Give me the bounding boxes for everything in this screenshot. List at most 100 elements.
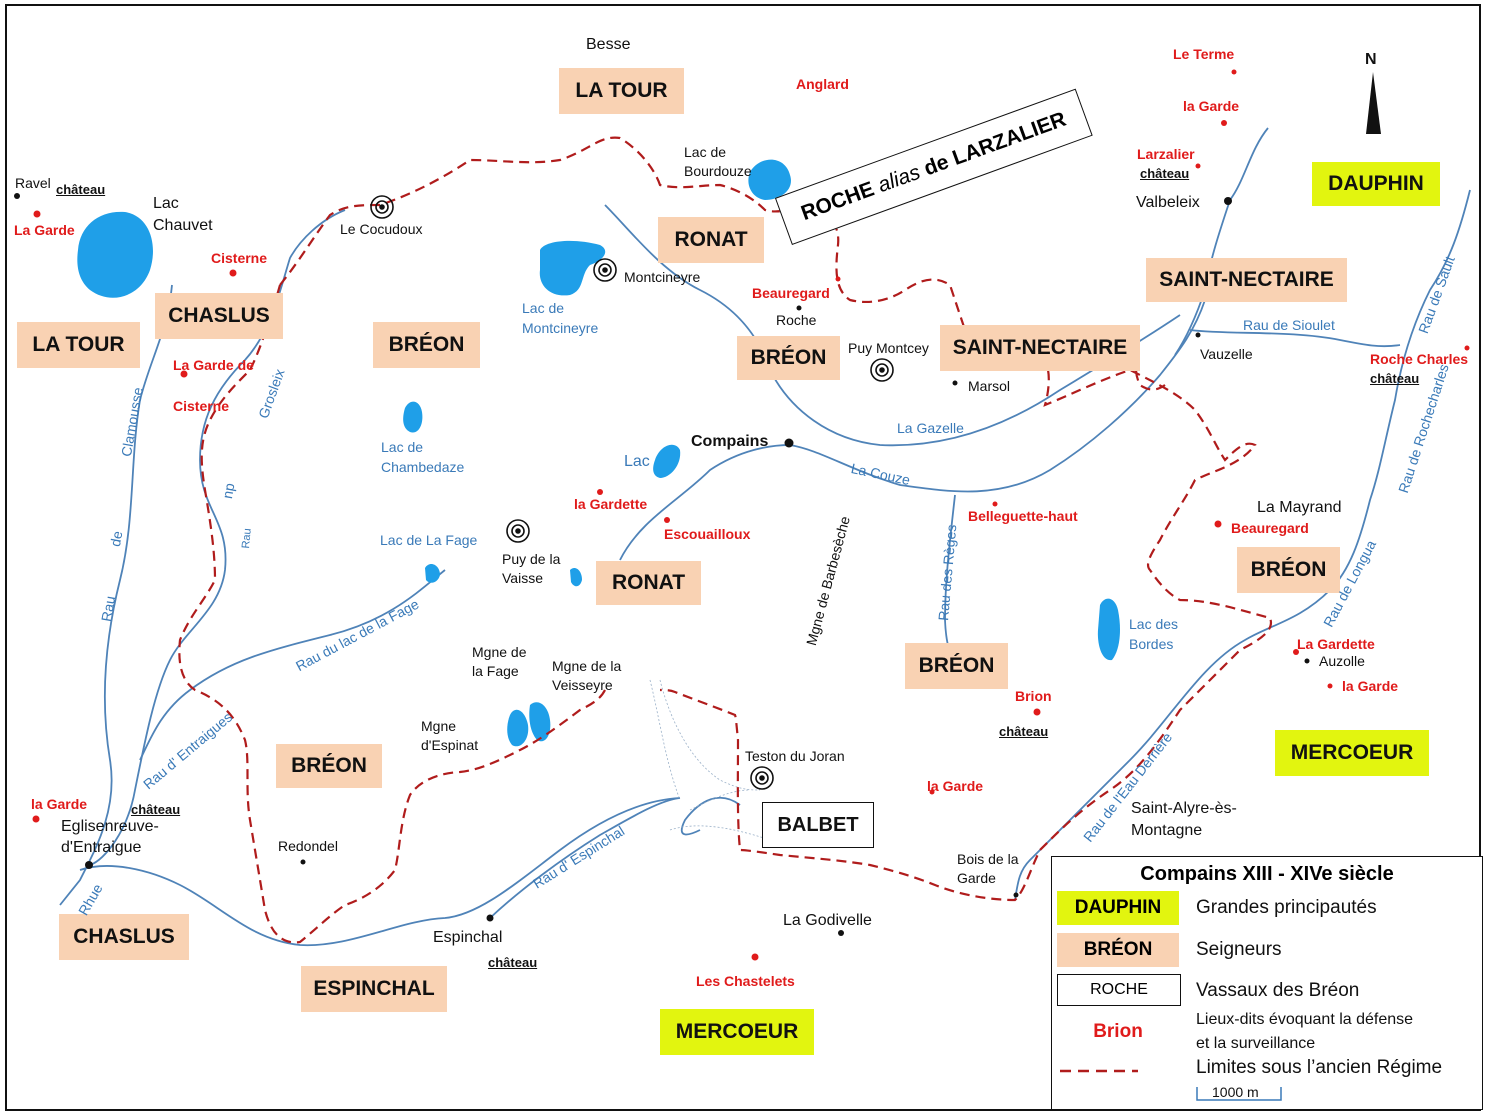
seigneur-breon-4: BRÉON — [905, 643, 1008, 689]
lake-espinat-1 — [507, 709, 529, 747]
seigneur-la-tour-west: LA TOUR — [17, 322, 140, 368]
legend-principality-text: Grandes principautés — [1196, 897, 1377, 918]
legend-title: Compains XIII - XIVe siècle — [1140, 863, 1394, 885]
lake-label-compains: Lac — [624, 453, 650, 470]
lake-bourdouze — [748, 159, 791, 200]
defense-cisterne: Cisterne — [211, 250, 268, 266]
chateau-brion: château — [999, 724, 1049, 739]
defense-la-garde-sw: la Garde — [31, 796, 88, 812]
place-lac-bourdouze: Lac de Bourdouze — [684, 144, 752, 179]
place-mgne-veisseyre: Mgne de la Veisseyre — [552, 658, 622, 693]
river-entraigues — [139, 569, 446, 761]
lake-espinat-2 — [529, 702, 551, 742]
legend-defense-text-2: et la surveillance — [1196, 1035, 1316, 1052]
defense-dots — [32, 69, 1470, 961]
river-bordes — [680, 796, 741, 836]
legend: Compains XIII - XIVe siècle DAUPHIN Gran… — [1051, 856, 1483, 1110]
seigneur-breon-5: BRÉON — [1237, 547, 1340, 593]
defense-beauregard-n: Beauregard — [752, 285, 830, 301]
seigneur-breon-1: BRÉON — [373, 322, 480, 368]
principality-mercoeur-east: MERCOEUR — [1275, 730, 1429, 776]
map-frame — [5, 4, 1481, 1111]
defense-la-garde-nw: La Garde — [14, 222, 75, 238]
river-espinchal — [489, 797, 681, 919]
chateau-ravel: château — [56, 182, 106, 197]
place-vauzelle: Vauzelle — [1200, 346, 1253, 362]
place-bois-garde: Bois de la Garde — [957, 851, 1019, 886]
defense-le-terme: Le Terme — [1173, 46, 1235, 62]
lake-chambedaze — [403, 401, 423, 433]
seigneur-ronat-1: RONAT — [658, 217, 764, 263]
place-mgne-fage: Mgne de la Fage — [472, 644, 527, 679]
legend-boundary-text: Limites sous l’ancien Régime — [1196, 1057, 1443, 1078]
lake-fage — [425, 564, 440, 583]
river-label-sioulet: Rau de Sioulet — [1243, 317, 1335, 333]
defense-la-garde-cisterne: La Garde de Cisterne — [173, 357, 254, 414]
chateau-eglisenreuve: château — [131, 802, 181, 817]
place-montcineyre: Montcineyre — [624, 269, 701, 285]
peak-cocudoux — [370, 195, 394, 219]
defense-larzalier: Larzalier — [1137, 146, 1195, 162]
river-rhue — [79, 797, 681, 947]
place-redondel: Redondel — [278, 838, 338, 854]
river-label-de: de — [107, 529, 126, 548]
place-teston-joran: Teston du Joran — [745, 748, 845, 764]
river-couze — [619, 299, 1206, 561]
boundary-valbeleix — [1134, 354, 1166, 391]
defense-escouailloux: Escouailloux — [664, 526, 751, 542]
defense-roche-charles: Roche Charles — [1370, 351, 1469, 367]
defense-la-gardette-e: La Gardette — [1297, 636, 1375, 652]
river-valbeleix — [1174, 127, 1269, 356]
place-valbeleix: Valbeleix — [1136, 194, 1200, 211]
chateau-larzalier: château — [1140, 166, 1190, 181]
lake-label-fage: Lac de La Fage — [380, 532, 478, 548]
vassal-balbet: BALBET — [762, 802, 874, 848]
defense-brion: Brion — [1015, 688, 1052, 704]
place-eglisenreuve: Eglisenreuve-d'Entraigue — [61, 818, 159, 856]
place-besse: Besse — [586, 36, 631, 53]
defense-la-garde-s: la Garde — [927, 778, 984, 794]
legend-scale-text: 1000 m — [1212, 1084, 1259, 1100]
seigneur-saint-nectaire-1: SAINT-NECTAIRE — [1146, 258, 1347, 302]
seigneur-chaslus-north: CHASLUS — [155, 293, 283, 339]
place-la-godivelle: La Godivelle — [783, 912, 872, 929]
principality-mercoeur-south: MERCOEUR — [660, 1009, 814, 1055]
principality-dauphin: DAUPHIN — [1312, 162, 1440, 206]
peak-montcey — [870, 358, 894, 382]
seigneur-breon-3: BRÉON — [276, 744, 382, 788]
boundary-north — [279, 136, 1273, 902]
place-puy-vaisse: Puy de la Vaisse — [502, 551, 561, 586]
seigneur-espinchal: ESPINCHAL — [301, 966, 447, 1012]
lake-bordes — [1097, 598, 1120, 661]
defense-la-garde-ne: la Garde — [1183, 98, 1240, 114]
defense-la-garde-e: la Garde — [1342, 678, 1399, 694]
river-grosleix — [89, 209, 346, 866]
chateau-espinchal: château — [488, 955, 538, 970]
legend-vassal-box: ROCHE — [1057, 974, 1181, 1006]
boundary-south — [178, 284, 606, 944]
defense-anglard: Anglard — [796, 76, 849, 92]
peak-joran — [750, 766, 774, 790]
legend-boundary-line — [1060, 1069, 1138, 1073]
streams — [649, 679, 771, 841]
seigneur-saint-nectaire-2: SAINT-NECTAIRE — [940, 325, 1140, 371]
river-gazelle — [604, 204, 1181, 447]
legend-vassal-text: Vassaux des Bréon — [1196, 980, 1360, 1001]
legend-seigneur-box: BRÉON — [1057, 933, 1179, 967]
place-espinchal: Espinchal — [433, 929, 503, 946]
lake-vaisse — [570, 568, 582, 587]
place-mgne-espinat: Mgne d'Espinat — [421, 718, 479, 753]
peak-montcineyre — [593, 258, 617, 282]
seigneur-ronat-2: RONAT — [596, 561, 701, 605]
seigneur-chaslus-south: CHASLUS — [59, 914, 189, 960]
place-saint-alyre: Saint-Alyre-ès-Montagne — [1131, 800, 1237, 839]
lake-chauvet — [77, 211, 153, 298]
lake-montcineyre — [539, 240, 606, 296]
place-marsol: Marsol — [968, 378, 1011, 394]
river-label-rau-mid: Rau — [240, 527, 254, 550]
place-cocudoux: Le Cocudoux — [340, 221, 423, 237]
place-ravel: Ravel — [15, 175, 51, 191]
lake-label-bordes: Lac des Bordes — [1129, 616, 1179, 652]
defense-les-chastelets: Les Chastelets — [696, 973, 795, 989]
